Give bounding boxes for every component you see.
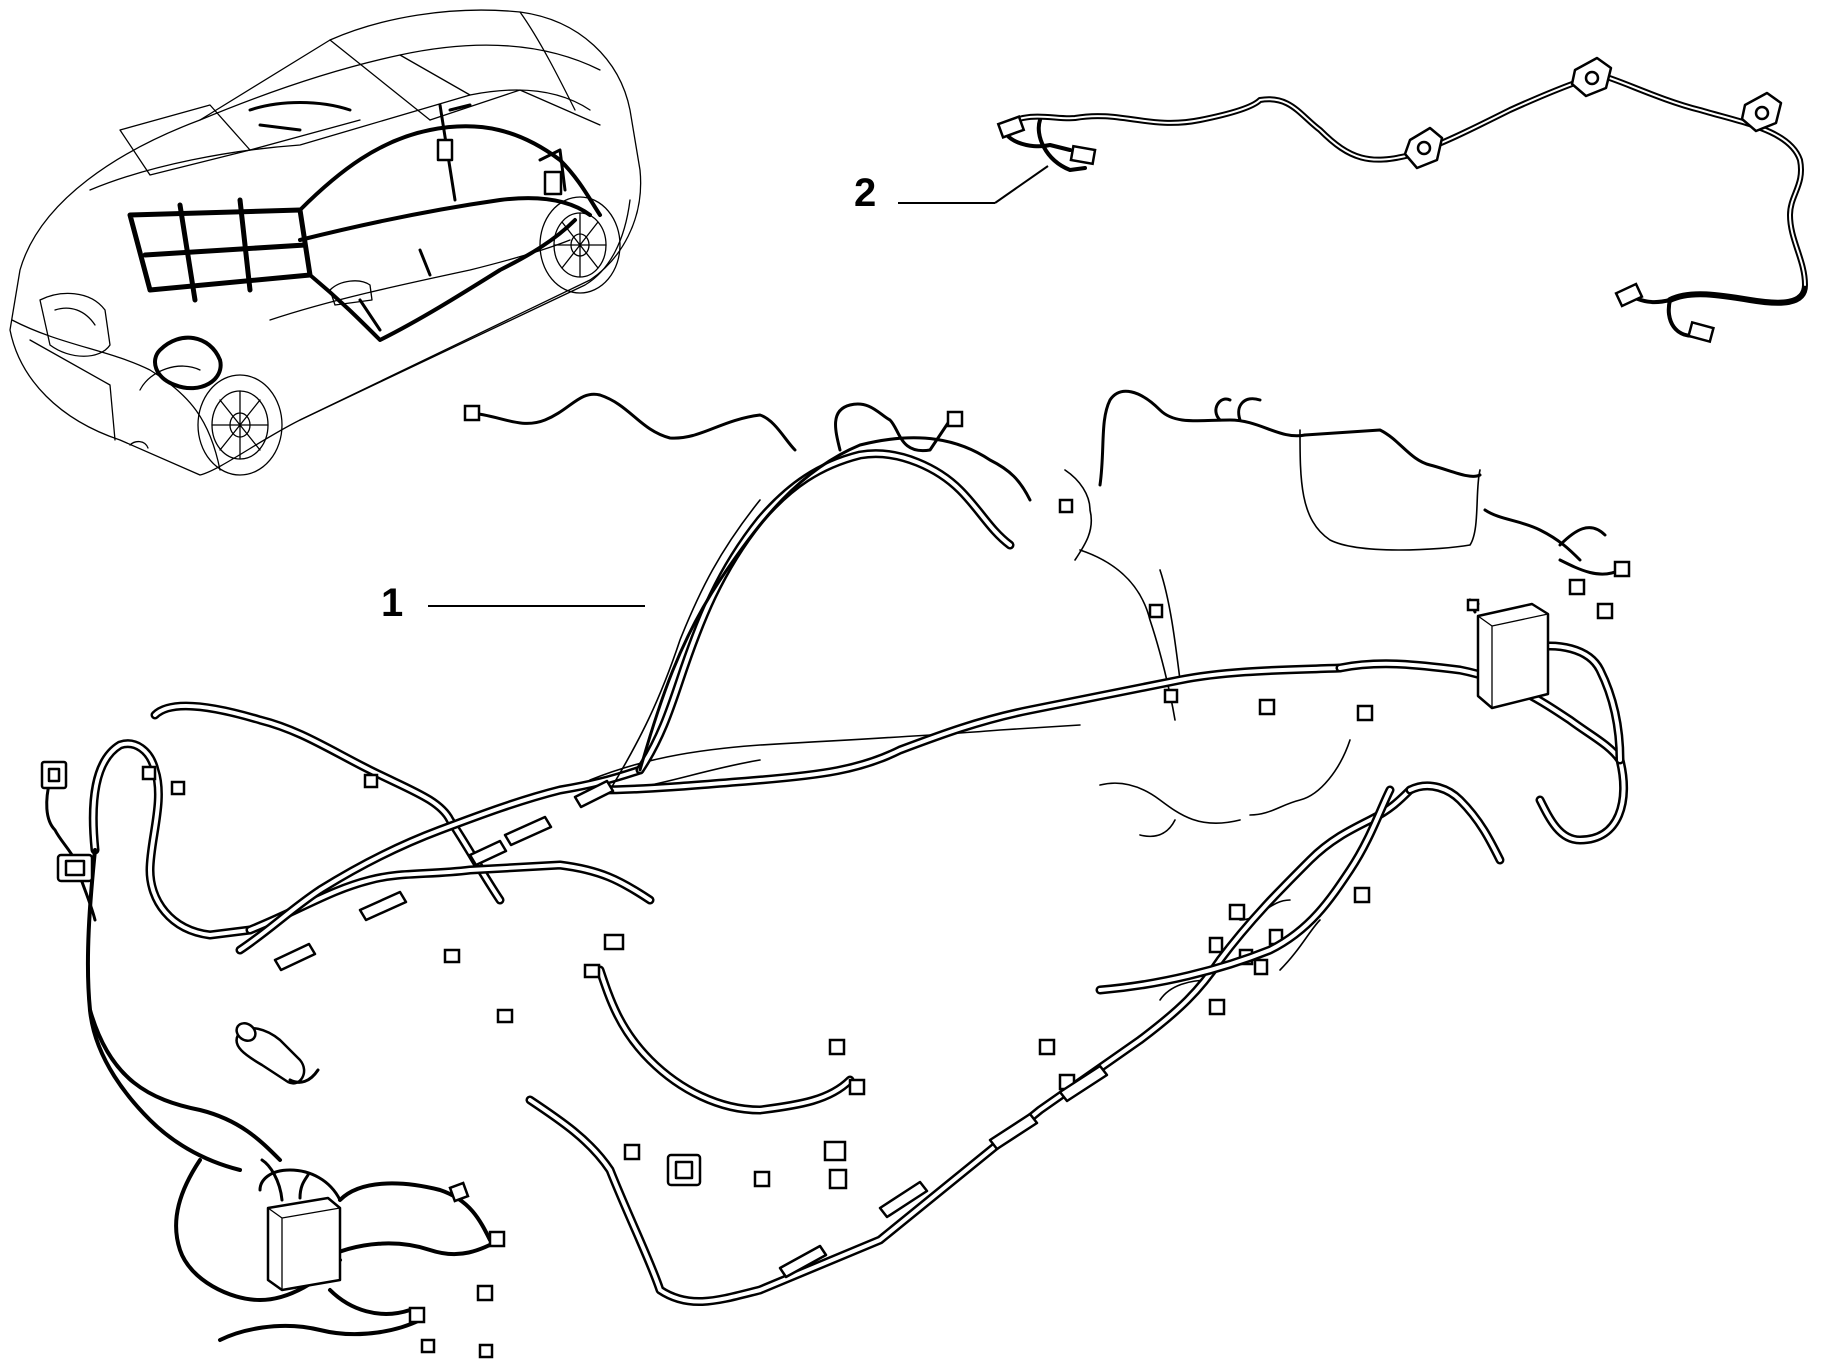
vehicle-overview [9,9,642,476]
main-harness-part-1 [40,389,1631,1359]
harness-connectors [40,698,1374,1190]
callout-2: 2 [854,165,1049,215]
rear-harness-part-2 [996,56,1808,344]
callout-1: 1 [381,581,645,625]
clip-mounts [1403,56,1783,170]
junction-box-rear-right [1466,598,1550,710]
thin-branches [463,389,1631,1001]
leader-line-2-tail [994,165,1049,204]
main-trunks [88,449,1629,1306]
ignition-cylinder [235,1022,320,1085]
routed-wires [45,436,1032,1359]
callout-label-1: 1 [381,581,403,625]
sleeve-segments [273,779,1109,1279]
callout-label-2: 2 [854,171,876,215]
car-harness-overlay [127,101,602,391]
relay-box-front-left [260,1158,342,1292]
car-body-outline [9,9,642,476]
